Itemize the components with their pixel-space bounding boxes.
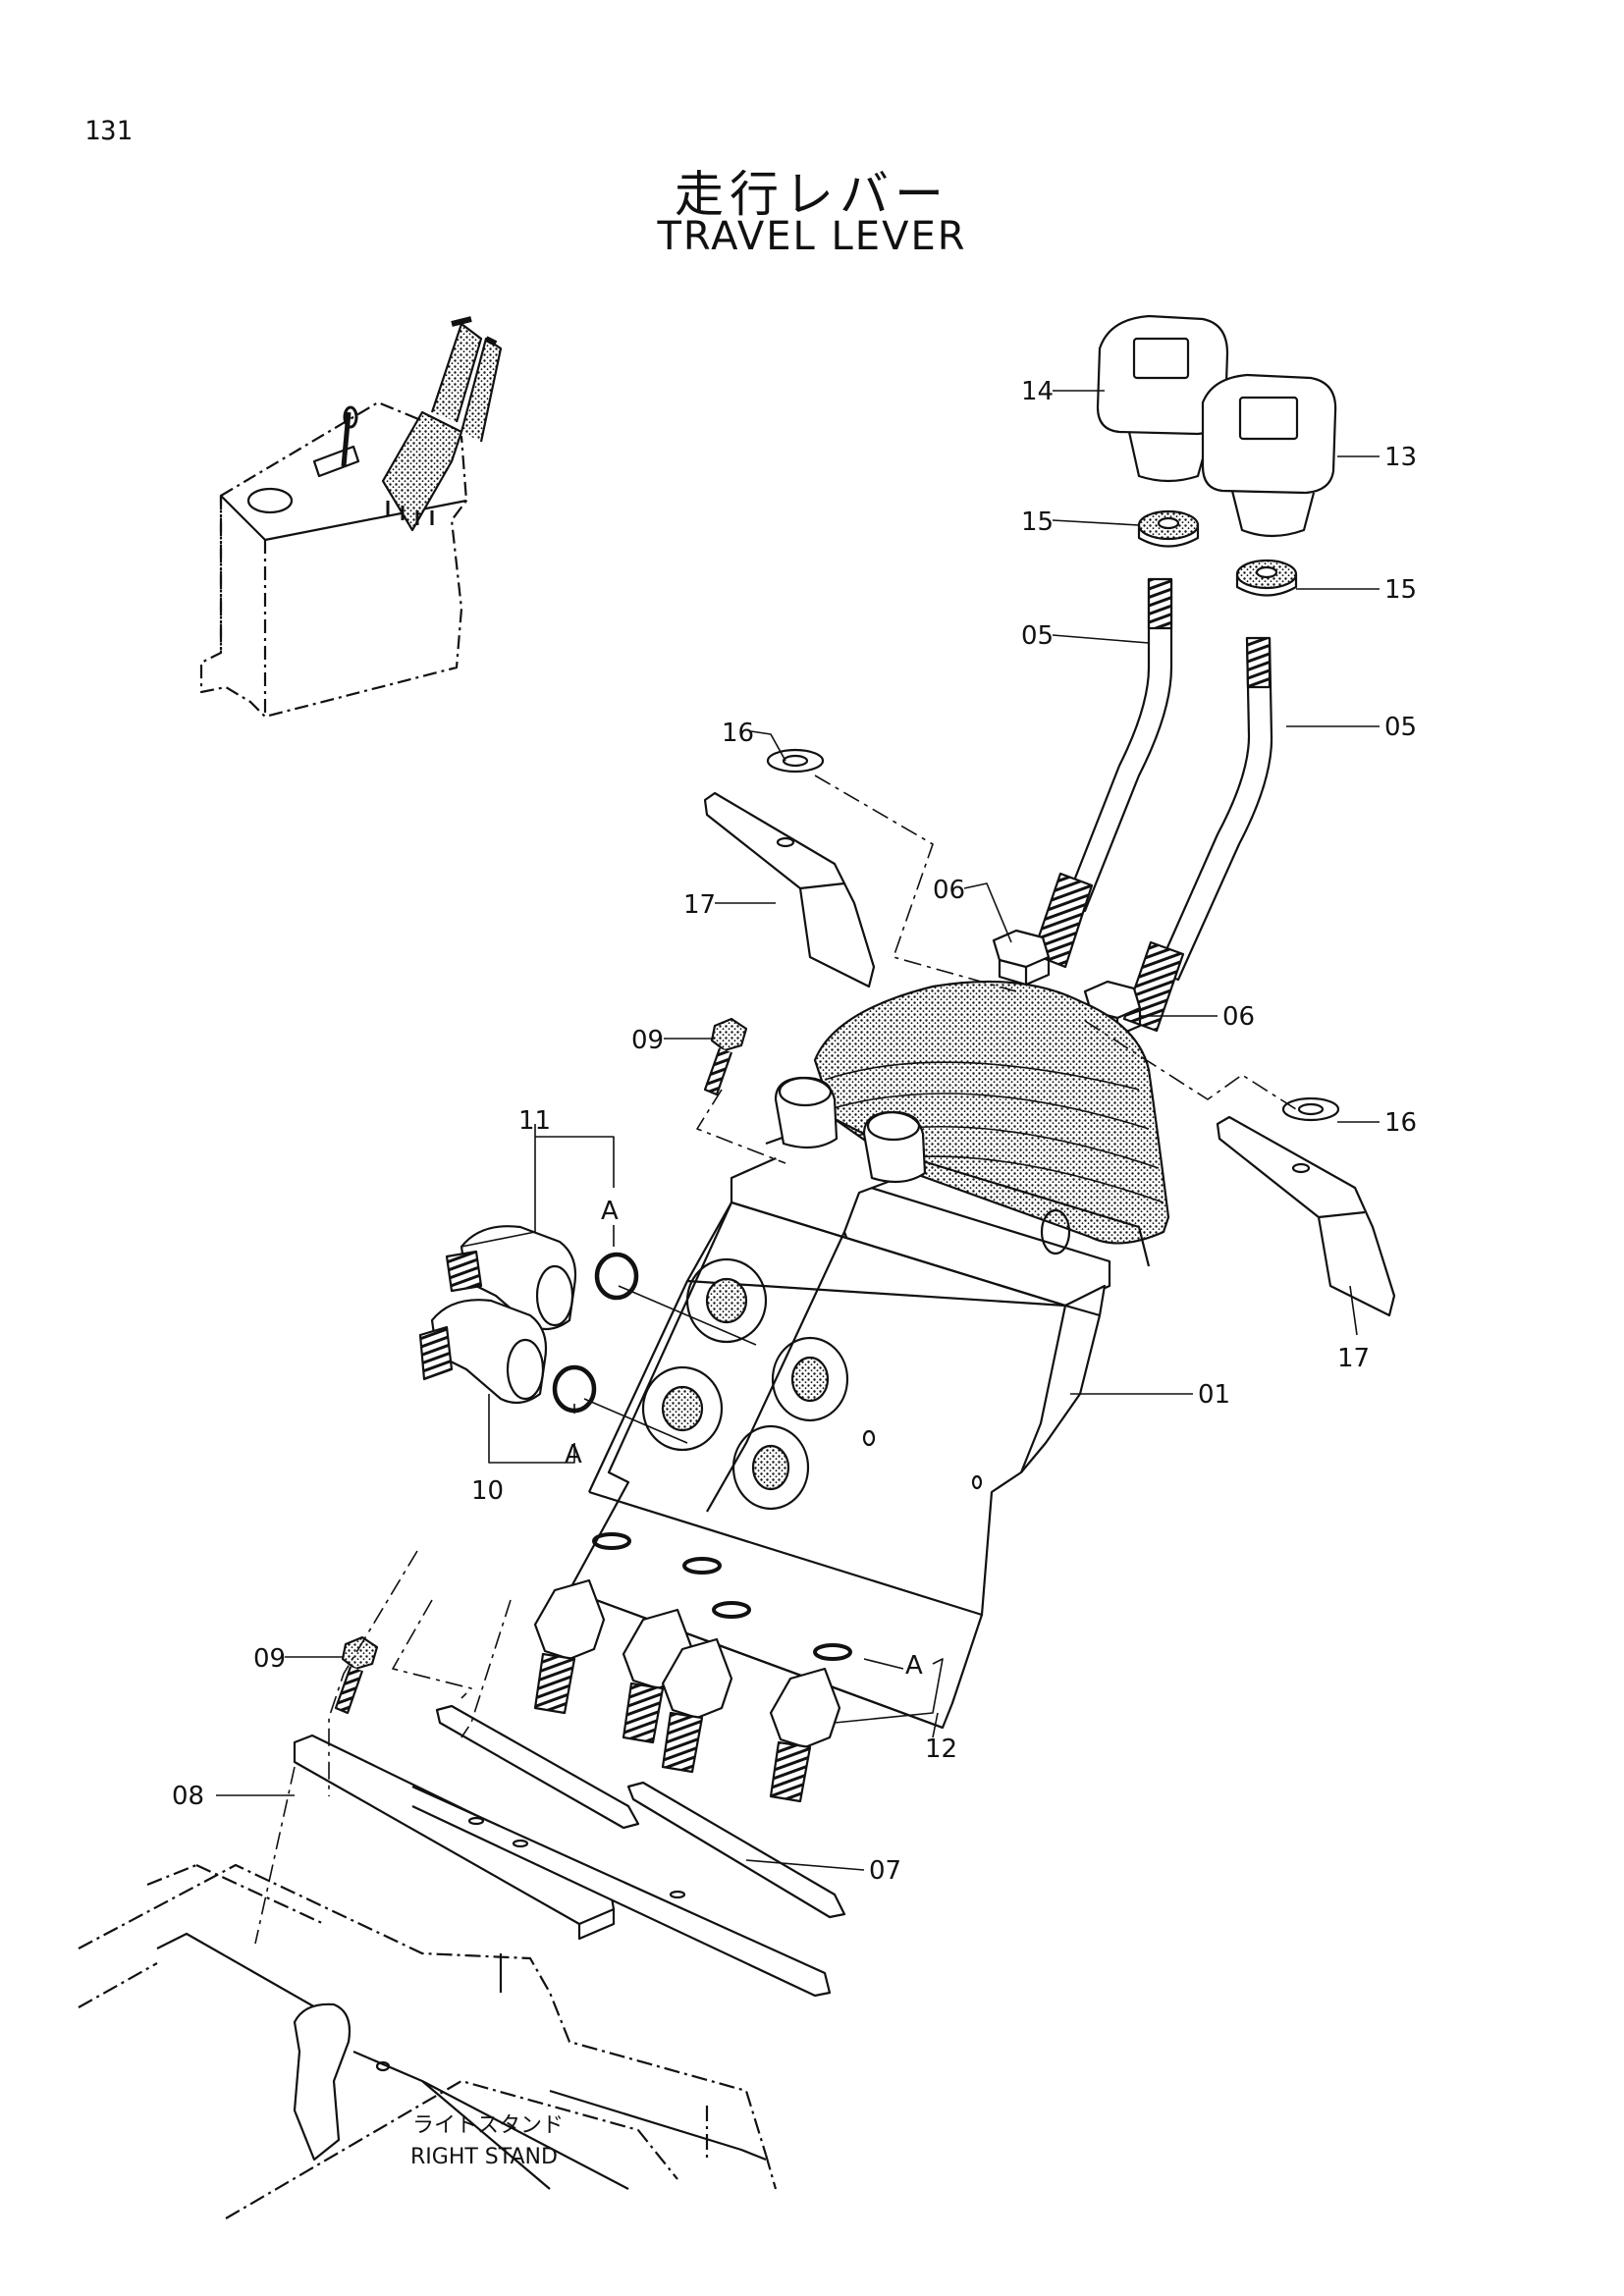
bracket-17-left (703, 791, 876, 988)
callout-05-left: 05 (1021, 621, 1054, 651)
plate-07 (435, 1704, 846, 1919)
elbow-fitting-10 (418, 1299, 548, 1405)
callout-15-left: 15 (1021, 507, 1054, 537)
callout-07: 07 (869, 1856, 901, 1886)
callout-16-left: 16 (722, 719, 754, 748)
washer-15-left (1137, 509, 1200, 548)
callout-17-right: 17 (1337, 1344, 1370, 1373)
callout-15-right: 15 (1384, 575, 1417, 605)
callout-08: 08 (172, 1782, 204, 1811)
callout-12: 12 (925, 1735, 957, 1764)
washer-15-right (1235, 559, 1298, 597)
plate-08 (293, 1734, 832, 1998)
callout-09-lower: 09 (253, 1644, 286, 1674)
callout-13: 13 (1384, 443, 1417, 472)
page-number: 131 (84, 116, 133, 146)
assembly-center-lines (254, 774, 1297, 1945)
pilot-valve-body-01 (568, 980, 1170, 1730)
callout-16-right: 16 (1384, 1108, 1417, 1138)
adapter-fittings-12 (533, 1578, 841, 1803)
callout-05-right: 05 (1384, 713, 1417, 742)
callout-17-left: 17 (683, 890, 716, 920)
leader-lines (216, 390, 1380, 1871)
callout-01: 01 (1198, 1380, 1230, 1410)
right-stand-solid (156, 1932, 767, 2190)
right-stand-label-en: RIGHT STAND (410, 2145, 558, 2169)
washer-16-left (766, 748, 825, 774)
bolt-09-upper (703, 1017, 748, 1096)
bracket-17-right (1216, 1115, 1396, 1317)
title-japanese: 走行レバー (675, 166, 949, 223)
right-stand-frame (78, 1863, 778, 2219)
nut-06-right (1083, 980, 1142, 1038)
nut-06-left (992, 929, 1051, 987)
o-ring-upper (594, 1252, 639, 1301)
grip-13 (1201, 373, 1337, 538)
callout-06-right: 06 (1222, 1002, 1255, 1032)
callout-A-right: A (905, 1651, 923, 1681)
callout-09-upper: 09 (631, 1026, 664, 1055)
callout-A-lower: A (565, 1440, 582, 1469)
callout-11: 11 (518, 1106, 551, 1136)
callout-06-left: 06 (933, 876, 965, 905)
bolt-09-lower (334, 1635, 379, 1715)
lever-rod-05-left (1031, 577, 1173, 969)
title-english: TRAVEL LEVER (657, 214, 967, 259)
bottom-o-rings (592, 1532, 852, 1661)
inset-console-location (199, 316, 503, 719)
washer-16-right (1281, 1096, 1340, 1122)
callout-14: 14 (1021, 377, 1054, 406)
callout-10: 10 (471, 1476, 504, 1506)
right-stand-label-ja: ライトスタンド (412, 2113, 564, 2138)
callout-labels: 14 13 15 15 05 05 16 17 06 06 09 16 11 A… (172, 377, 1417, 2169)
callout-A-upper: A (601, 1197, 619, 1226)
